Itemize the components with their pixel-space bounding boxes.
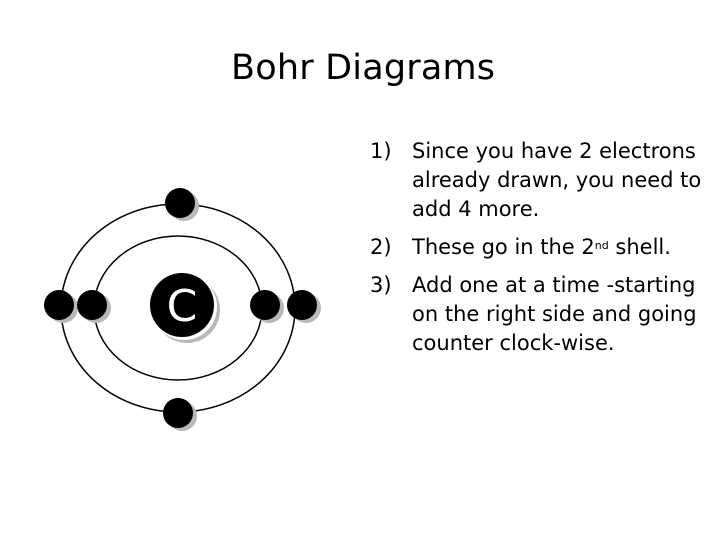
steps-list: 1) Since you have 2 electrons already dr… <box>370 137 720 367</box>
step-number: 1) <box>370 139 392 163</box>
nucleus: C <box>150 273 220 343</box>
electron-outer-top <box>165 188 199 221</box>
step-text: These go in the 2 <box>412 235 595 259</box>
step-item-1: 1) Since you have 2 electrons already dr… <box>370 137 720 224</box>
step-item-2: 2) These go in the 2nd shell. <box>370 233 720 262</box>
nucleus-symbol: C <box>167 281 198 332</box>
electron-outer-right <box>287 290 321 323</box>
electron-inner-left <box>77 290 111 323</box>
electron-inner-right <box>250 290 284 323</box>
slide-title: Bohr Diagrams <box>231 48 496 88</box>
step-text-after: shell. <box>608 235 671 259</box>
step-item-3: 3) Add one at a time -starting on the ri… <box>370 271 720 358</box>
step-text: Since you have 2 electrons already drawn… <box>412 139 702 221</box>
step-superscript: nd <box>594 239 609 252</box>
electron-outer-left <box>44 290 78 323</box>
step-number: 3) <box>370 273 392 297</box>
electron-outer-bottom <box>163 398 197 431</box>
step-number: 2) <box>370 235 392 259</box>
step-text: Add one at a time -starting on the right… <box>412 273 697 355</box>
